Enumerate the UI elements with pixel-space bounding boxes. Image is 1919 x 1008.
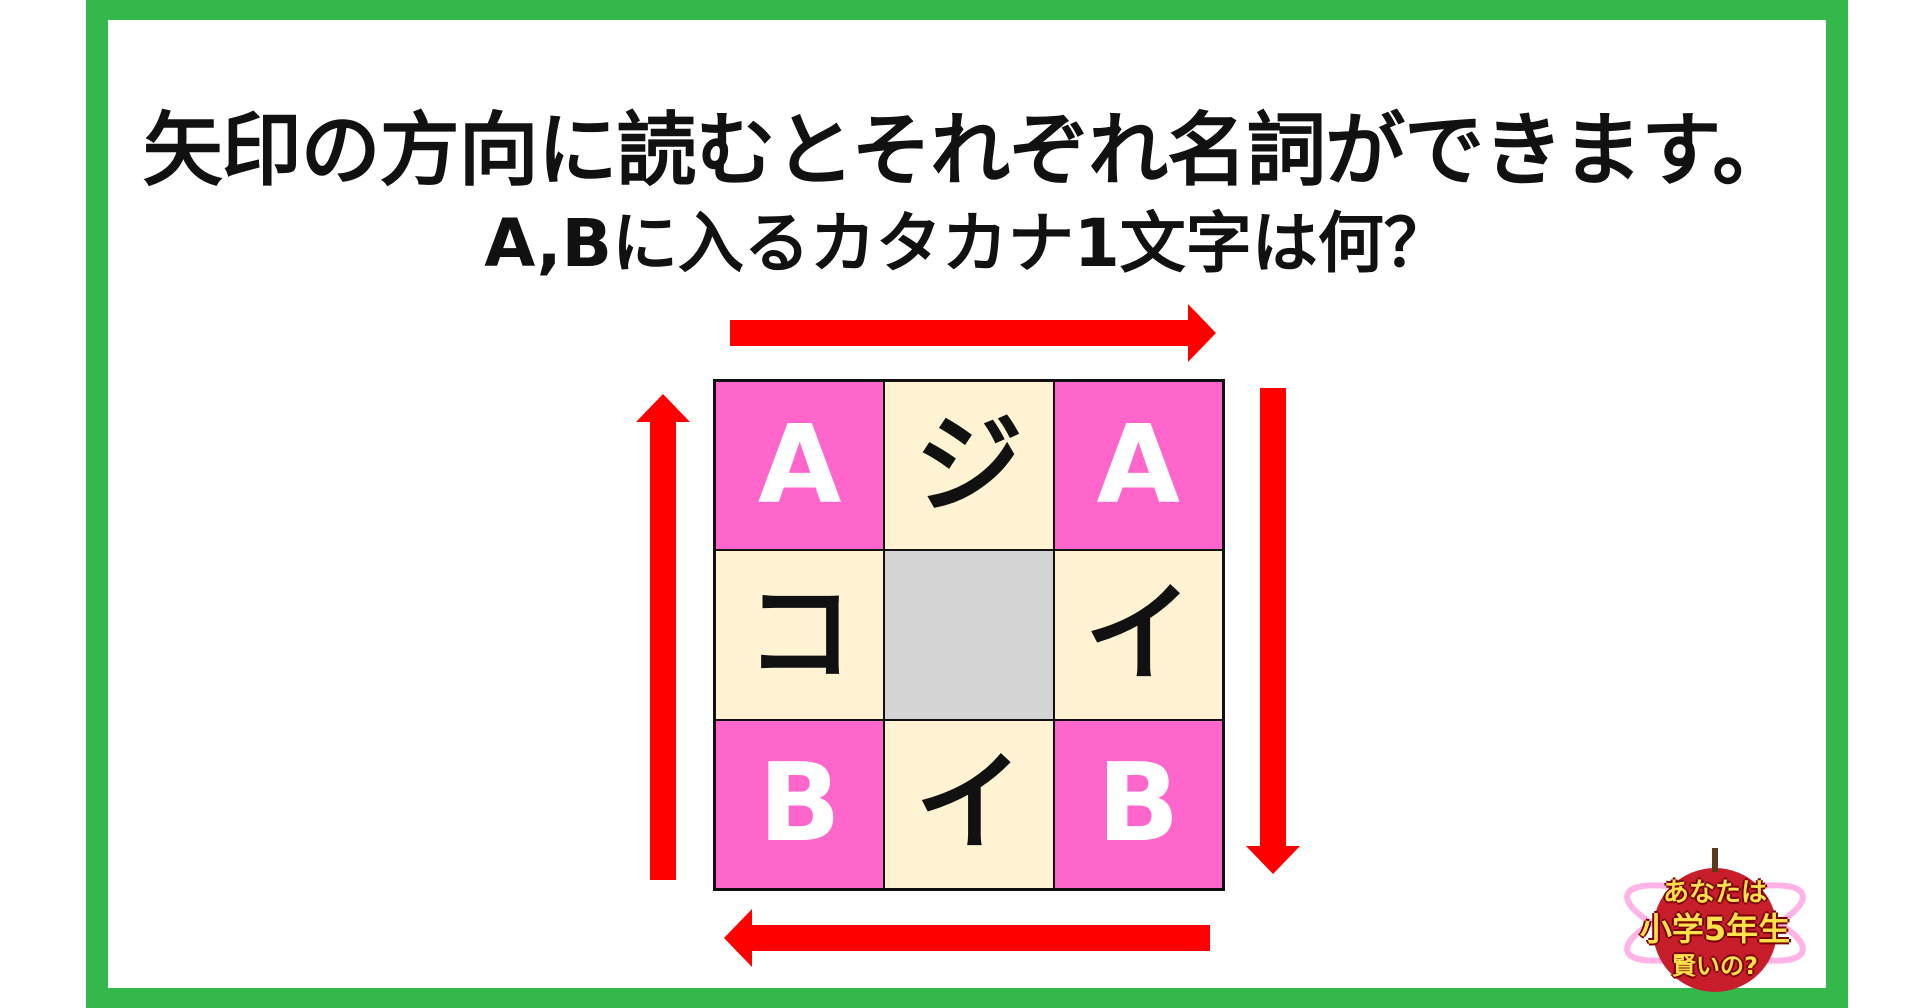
cell-bottom-center: イ: [884, 719, 1054, 889]
arrow-up-icon: [636, 394, 690, 880]
question-line-2: A,Bに入るカタカナ1文字は何？: [484, 205, 1450, 282]
apple-logo-icon: [1624, 848, 1806, 992]
cell-center: [884, 550, 1054, 720]
question-line-1: 矢印の方向に読むとそれぞれ名詞ができます。: [142, 104, 1793, 197]
cell-bottom-left: B: [715, 719, 885, 889]
arrow-down-icon: [1246, 388, 1300, 874]
puzzle-grid: A ジ A コ イ B イ B: [713, 379, 1225, 891]
cell-top-left: A: [715, 381, 885, 551]
cell-middle-left: コ: [715, 550, 885, 720]
cell-middle-right: イ: [1053, 550, 1223, 720]
show-logo: あなたは 小学5年生 賢いの?: [1620, 838, 1810, 1003]
logo-line-2: 小学5年生: [1639, 910, 1791, 948]
logo-line-3: 賢いの?: [1672, 952, 1758, 980]
logo-line-1: あなたは: [1662, 878, 1767, 908]
arrow-left-icon: [724, 909, 1210, 967]
cell-top-right: A: [1053, 381, 1223, 551]
cell-bottom-right: B: [1053, 719, 1223, 889]
arrow-right-icon: [730, 304, 1216, 362]
cell-top-center: ジ: [884, 381, 1054, 551]
